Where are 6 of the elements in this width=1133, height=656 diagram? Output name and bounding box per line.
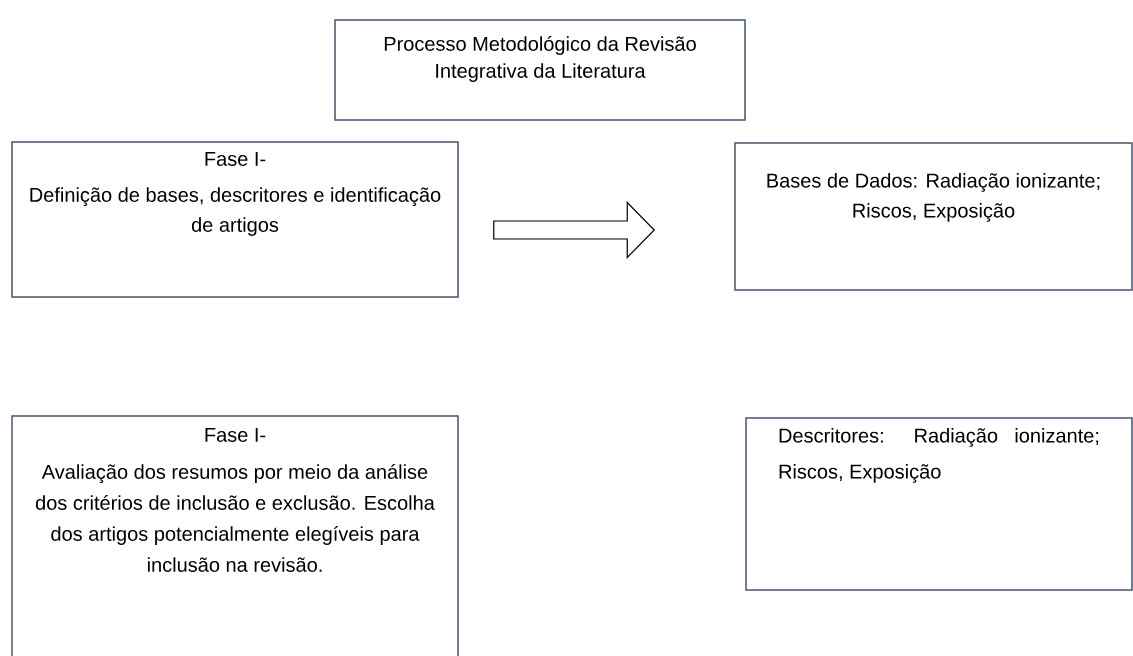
text-box: Bases de Dados: Radiação ionizante; Riscos, Exposição	[734, 142, 1133, 291]
text-box: Fase I- Definição de bases, descritores e identificação de artigos	[11, 141, 459, 298]
text-box: Fase I- Avaliação dos resumos por meio da análise dos critérios de inclusão e exclusão. Escolha dos artigos potencialmente elegíveis para inclusão na revisão.	[11, 415, 459, 656]
text-box: Processo Metodológico da Revisão Integrativa da Literatura	[334, 19, 746, 121]
text-box: Descritores: Radiação ionizante; Riscos, Exposição	[745, 417, 1133, 591]
block-arrow	[493, 201, 656, 259]
